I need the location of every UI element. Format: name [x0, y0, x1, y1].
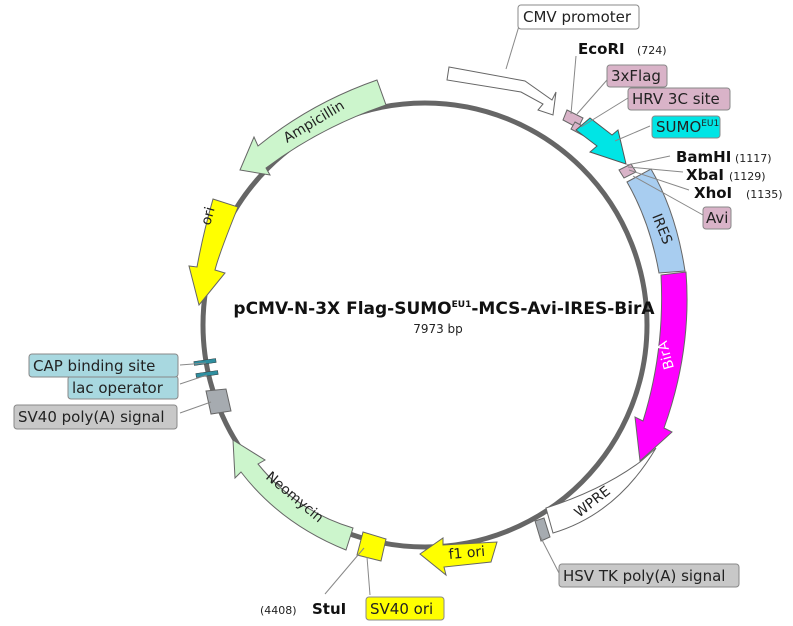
ampicillin-arrow: [239, 79, 387, 176]
hsv-polya-block: [534, 517, 551, 542]
sv40polya-box: [13, 404, 178, 430]
backbone-circle: [200, 100, 650, 550]
cap-text: CAP binding site: [33, 357, 155, 375]
hrv-box: [627, 87, 731, 111]
lacop-text: lac operator: [72, 379, 164, 397]
hsv-text: HSV TK poly(A) signal: [563, 567, 725, 585]
site-bamhi-pos: (1117): [735, 152, 772, 165]
sv40-polya-block: [205, 388, 232, 415]
neomycin-arrow: [232, 439, 354, 551]
site-ecori: EcoRI: [578, 40, 625, 58]
avi-box: [702, 206, 732, 230]
leader-lines: [179, 25, 704, 596]
ires-block: [626, 168, 686, 274]
site-xhoi: XhoI: [694, 184, 732, 202]
ori-arrow: [188, 198, 239, 307]
ori-label: ori: [198, 205, 218, 227]
site-xhoi-pos: (1135): [746, 188, 783, 201]
avi-text: Avi: [706, 209, 728, 227]
sv40polya-text: SV40 poly(A) signal: [18, 408, 164, 426]
flag-box: [606, 64, 668, 88]
sumo-box: [651, 115, 721, 139]
sv40ori-text: SV40 ori: [370, 600, 433, 618]
site-ecori-pos: (724): [637, 44, 667, 57]
site-bamhi: BamHI: [676, 148, 731, 166]
sumo-arrow: [575, 117, 627, 165]
flag-text: 3xFlag: [611, 67, 661, 85]
site-xbai: XbaI: [686, 166, 724, 184]
hrv-text: HRV 3C site: [632, 90, 720, 108]
f1-ori-arrow: [419, 537, 498, 577]
site-xbai-pos: (1129): [729, 170, 766, 183]
wpre-block: [545, 447, 657, 534]
lac-operator-bar: [195, 370, 219, 378]
birA-arrow: [634, 271, 688, 463]
sumo-text: SUMOEU1: [656, 118, 719, 136]
cmv-promoter-arrow: [446, 66, 557, 116]
sv40ori-box: [365, 596, 445, 621]
site-stui: StuI: [312, 600, 346, 618]
plasmid-title: pCMV-N-3X Flag-SUMOEU1-MCS-Avi-IRES-BirA: [233, 299, 655, 319]
f1-ori-label: f1 ori: [448, 544, 486, 563]
sv40-ori-block: [356, 531, 387, 562]
cap-box: [28, 353, 179, 378]
cmv-text: CMV promoter: [523, 8, 632, 26]
hsv-box: [558, 563, 740, 588]
cmv-box: [517, 4, 640, 30]
plasmid-size: 7973 bp: [413, 322, 463, 336]
site-stui-pos: (4408): [260, 604, 297, 617]
birA-label: BirA: [655, 339, 678, 371]
